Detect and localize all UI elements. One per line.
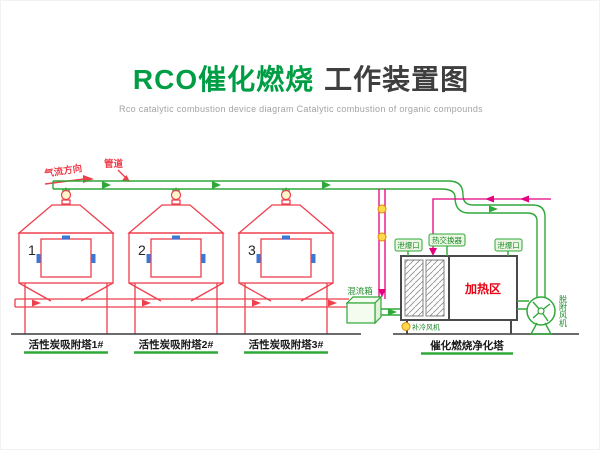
tower-1-top-port [62, 235, 70, 240]
catalytic-unit-label: 催化燃烧净化塔 [430, 339, 504, 352]
main-duct [52, 180, 546, 297]
tower-1-label: 活性炭吸附塔1# [29, 338, 104, 351]
tower-1-door [40, 238, 92, 278]
riser-valve-lower [377, 232, 387, 242]
tower-2-hinge-right [201, 254, 206, 263]
page-subtitle: Rco catalytic combustion device diagram … [119, 103, 483, 114]
heat-exchanger-core-1 [404, 259, 424, 317]
tower-3-door [260, 238, 312, 278]
tower-2-legs [134, 283, 218, 334]
mixing-box-outlet-pipe [381, 308, 401, 316]
header: RCO催化燃烧工作装置图 Rco catalytic combustion de… [1, 1, 599, 114]
tower-3-number: 3 [248, 242, 256, 258]
tower-2-valve-stem [171, 199, 181, 205]
tower-3-roof [237, 204, 335, 234]
tower-3-hopper [238, 282, 334, 302]
duct-flow-arrow-3 [322, 181, 331, 189]
duct-label: 管道 [104, 158, 124, 170]
bottom-flow-arrow-2 [142, 299, 151, 307]
tower-3-valve-stem [281, 199, 291, 205]
bottom-flow-arrow-3 [252, 299, 261, 307]
tower-2-valve [170, 189, 182, 201]
main-duct-inner-edge [53, 188, 538, 297]
heat-exchanger-label: 热交换器 [432, 235, 462, 245]
desorption-fan-label: 脱附风机 [559, 294, 568, 328]
tower-1-number: 1 [28, 242, 36, 258]
mixing-box-label: 混流箱 [347, 286, 373, 296]
diagram-canvas: 气流方向 管道 [11, 158, 579, 355]
tower-3-top-port [282, 235, 290, 240]
vent-left-label: 泄爆口 [397, 240, 420, 250]
recirc-arrow-down [429, 248, 437, 256]
tower-2-hopper [128, 282, 224, 302]
duct-flow-arrow-4 [489, 205, 498, 213]
fan-blades-icon [532, 301, 551, 322]
tower-1-valve [60, 189, 72, 201]
riser-arrow-down [378, 289, 386, 297]
tower-2-body [128, 232, 224, 284]
tower-1-valve-stem [61, 199, 71, 205]
tower-1-body [18, 232, 114, 284]
recirc-arrow-left-1 [485, 195, 494, 203]
tower-3-legs [244, 283, 328, 334]
airflow-direction-label: 气流方向 [43, 162, 83, 180]
tower-2-door [150, 238, 202, 278]
recirc-path [432, 198, 551, 249]
heating-zone-label: 加热区 [464, 281, 501, 296]
tower-2-roof [127, 204, 225, 234]
page-title: RCO催化燃烧工作装置图 [1, 64, 599, 96]
tower-3-hinge-right [311, 254, 316, 263]
duct-arrowhead-icon [122, 175, 130, 182]
airflow-arrowhead-icon [83, 175, 94, 183]
bottom-pipe-lines [14, 298, 349, 308]
tower-3-hinge-left [256, 254, 261, 263]
tower-1-roof [17, 204, 115, 234]
tower-3-label: 活性炭吸附塔3# [249, 338, 324, 351]
tower-2-top-port [172, 235, 180, 240]
unit-shell [400, 255, 518, 321]
vent-right-label: 泄爆口 [497, 240, 520, 250]
heat-exchanger-core-2 [425, 259, 445, 317]
mixing-box-front [346, 302, 376, 324]
recirc-arrow-left-2 [520, 195, 529, 203]
tower-2: 2 活性炭吸附塔2# [127, 187, 225, 354]
catalytic-unit: 加热区 泄爆口 热交换器 泄爆口 补冷风机 催化燃烧净化塔 [394, 233, 523, 355]
tower-3-body [238, 232, 334, 284]
duct-flow-arrow-1 [102, 181, 111, 189]
mixing-box: 混流箱 [345, 286, 401, 325]
riser-valve-upper [377, 204, 387, 214]
tower-1-legs [24, 283, 108, 334]
tower-1-hinge-left [36, 254, 41, 263]
main-duct-outer-edge [53, 180, 546, 297]
bottom-flow-arrow-1 [32, 299, 41, 307]
aux-fan-icon [401, 322, 411, 331]
aux-fan-label: 补冷风机 [412, 323, 440, 332]
tower-3-valve [280, 189, 292, 201]
mixing-box-outlet-arrow [388, 308, 397, 316]
fan-hub [537, 307, 545, 315]
bottom-flow-arrow-4 [328, 299, 337, 307]
tower-2-label: 活性炭吸附塔2# [139, 338, 214, 351]
tower-1-hopper [18, 282, 114, 302]
tower-1-hinge-right [91, 254, 96, 263]
recirculation-line [429, 195, 551, 256]
tower-1: 1 活性炭吸附塔1# [17, 187, 115, 354]
tower-3: 3 活性炭吸附塔3# [237, 187, 335, 354]
desorption-riser [377, 189, 387, 299]
tower-2-number: 2 [138, 242, 146, 258]
title-dark: 工作装置图 [324, 64, 470, 95]
duct-flow-arrow-2 [212, 181, 221, 189]
bottom-pipe [14, 298, 349, 308]
fan-base [529, 322, 553, 335]
tower-2-hinge-left [146, 254, 151, 263]
desorption-fan: 脱附风机 [517, 294, 568, 335]
title-green: RCO催化燃烧 [132, 64, 315, 95]
